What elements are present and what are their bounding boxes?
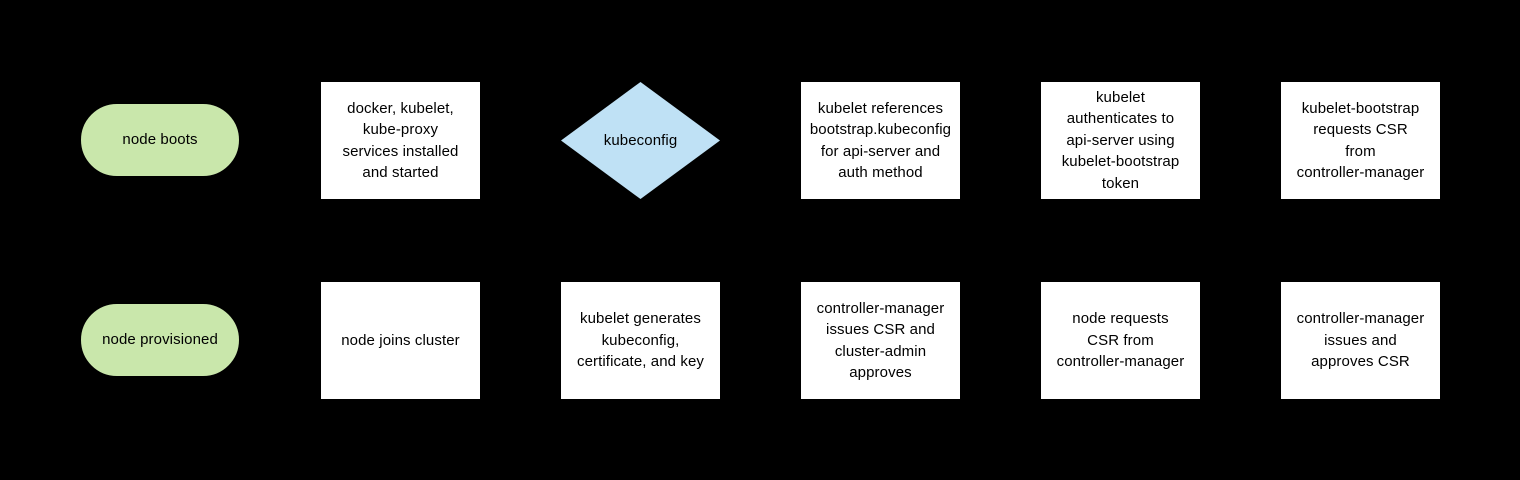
flow-node-label: docker, kubelet, kube-proxy services ins… [342,99,459,182]
flow-node-node-joins-cluster[interactable]: node joins cluster [321,282,480,399]
flow-node-label: kubelet authenticates to api-server usin… [1061,88,1180,192]
flow-node-services-installed[interactable]: docker, kubelet, kube-proxy services ins… [321,82,480,199]
flow-node-label: node requests CSR from controller-manage… [1056,310,1185,371]
flow-node-label: kubelet-bootstrap requests CSR from cont… [1296,99,1425,182]
flow-node-label: kubelet generates kubeconfig, certificat… [576,310,705,371]
flow-node-label: kubelet references bootstrap.kubeconfig … [809,99,952,182]
flow-node-label: node boots [122,131,198,149]
flow-node-label: node provisioned [102,331,218,349]
flow-node-label: kubeconfig [603,131,678,149]
flow-node-node-requests-csr[interactable]: node requests CSR from controller-manage… [1041,282,1200,399]
flow-node-kubelet-bootstrap-requests-csr[interactable]: kubelet-bootstrap requests CSR from cont… [1281,82,1440,199]
flow-node-node-boots[interactable]: node boots [81,104,239,176]
flow-node-kubelet-references-bootstrap[interactable]: kubelet references bootstrap.kubeconfig … [801,82,960,199]
flow-node-label: controller-manager issues CSR and cluste… [816,299,945,382]
flow-node-kubelet-generates-kubeconfig[interactable]: kubelet generates kubeconfig, certificat… [561,282,720,399]
decision-diamond-icon [561,82,720,199]
flow-node-kubelet-authenticates[interactable]: kubelet authenticates to api-server usin… [1041,82,1200,199]
flow-node-label: controller-manager issues and approves C… [1296,310,1425,371]
flow-node-controller-manager-issues-csr[interactable]: controller-manager issues CSR and cluste… [801,282,960,399]
flow-node-kubeconfig-decision[interactable]: kubeconfig [561,82,720,199]
flow-node-node-provisioned[interactable]: node provisioned [81,304,239,376]
flow-node-controller-manager-approves-csr[interactable]: controller-manager issues and approves C… [1281,282,1440,399]
flow-node-label: node joins cluster [341,331,460,349]
